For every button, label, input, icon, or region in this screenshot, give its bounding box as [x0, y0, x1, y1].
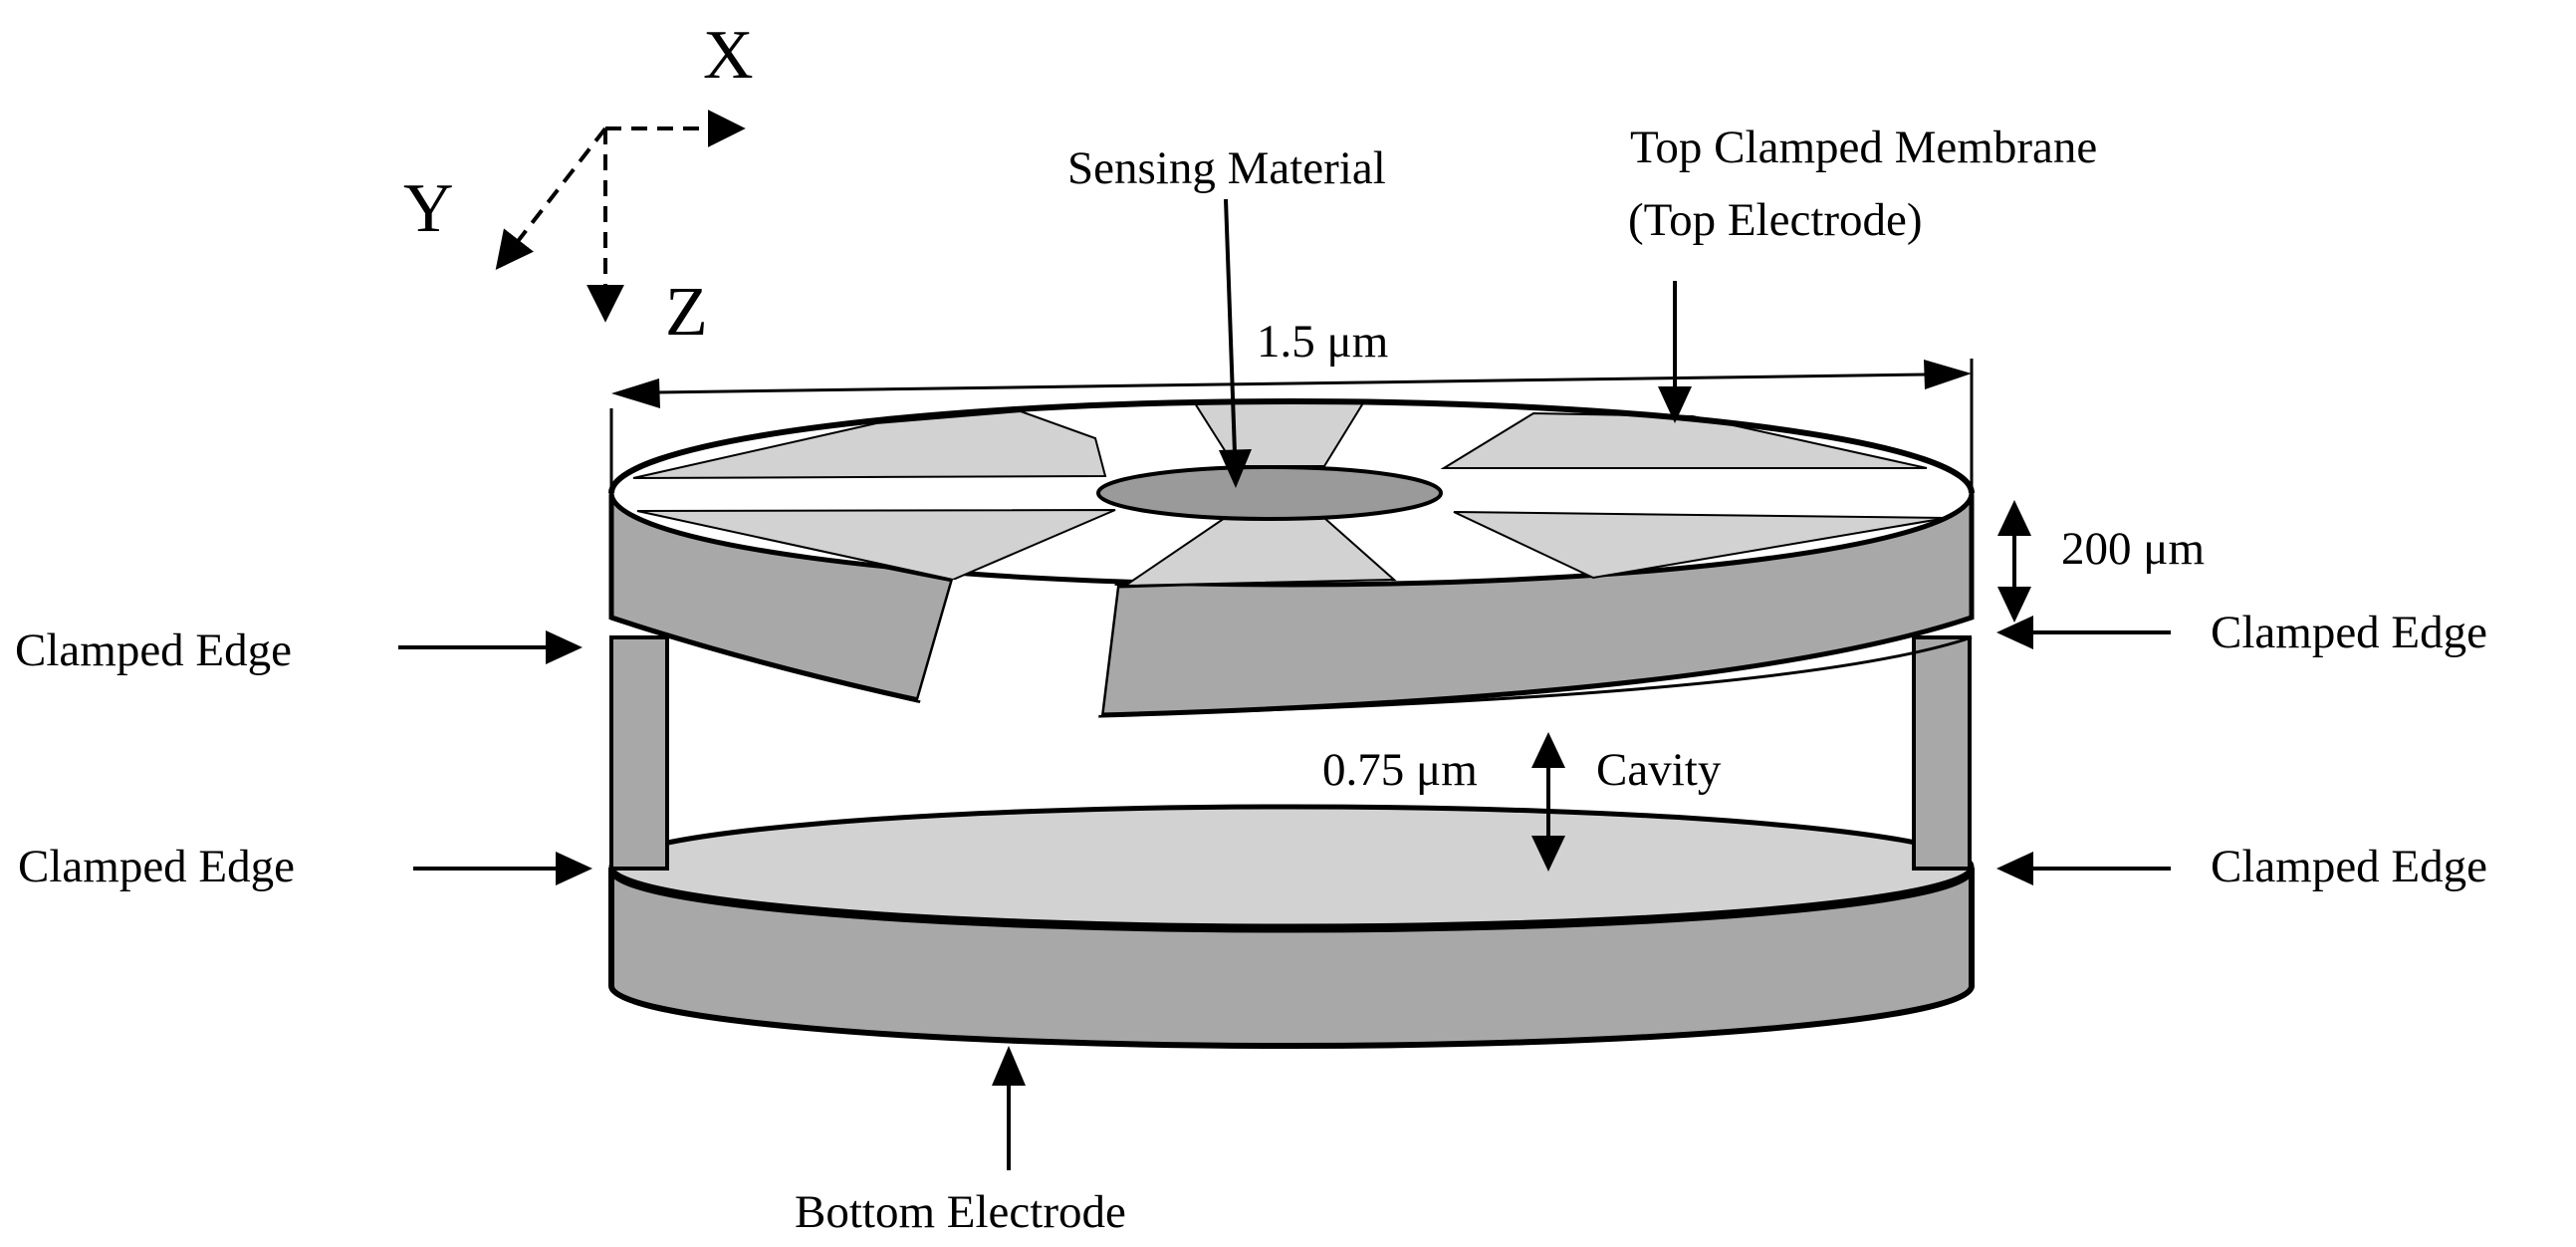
- coordinate-axes: X Y Z: [403, 17, 754, 351]
- sensing-material-label: Sensing Material: [1067, 142, 1386, 194]
- cavity-dimension: 0.75 μm Cavity: [1322, 732, 1722, 872]
- right-support-post: [1912, 635, 1972, 871]
- bottom-electrode: [608, 804, 1975, 1049]
- diameter-label: 1.5 μm: [1257, 316, 1388, 368]
- sensing-material-patch: [1096, 465, 1443, 521]
- sensing-material-callout: Sensing Material: [1067, 142, 1386, 488]
- top-membrane-label-line2: (Top Electrode): [1628, 194, 1923, 246]
- clamped-edge-callouts: Clamped Edge Clamped Edge Clamped Edge C…: [15, 607, 2487, 892]
- bottom-electrode-label: Bottom Electrode: [795, 1186, 1126, 1238]
- x-axis-label: X: [703, 17, 754, 94]
- clamped-edge-top-left-label: Clamped Edge: [15, 624, 292, 676]
- diameter-dimension: 1.5 μm: [609, 316, 1974, 498]
- clamped-edge-bottom-left-label: Clamped Edge: [18, 841, 295, 892]
- clamped-edge-bottom-right-label: Clamped Edge: [2211, 841, 2487, 892]
- thickness-dimension: 200 μm: [1997, 500, 2205, 623]
- bottom-electrode-surface: [608, 804, 1975, 929]
- z-axis-label: Z: [665, 274, 708, 351]
- diameter-line: [656, 373, 1927, 394]
- y-axis-label: Y: [403, 170, 454, 247]
- sector-lower-left: [636, 509, 1116, 582]
- gap-label: 0.75 μm: [1322, 744, 1478, 796]
- sector-upper-left: [632, 409, 1107, 479]
- y-axis-arrow: [495, 126, 607, 271]
- sector-lower-right: [1453, 511, 1948, 580]
- left-support-post: [609, 635, 669, 871]
- top-membrane-callout: Top Clamped Membrane (Top Electrode): [1628, 122, 2097, 423]
- bottom-electrode-callout: Bottom Electrode: [795, 1046, 1126, 1238]
- top-membrane-label-line1: Top Clamped Membrane: [1630, 122, 2097, 173]
- thickness-label: 200 μm: [2061, 523, 2205, 575]
- cavity-label: Cavity: [1596, 744, 1722, 796]
- clamped-edge-top-right-label: Clamped Edge: [2211, 607, 2487, 658]
